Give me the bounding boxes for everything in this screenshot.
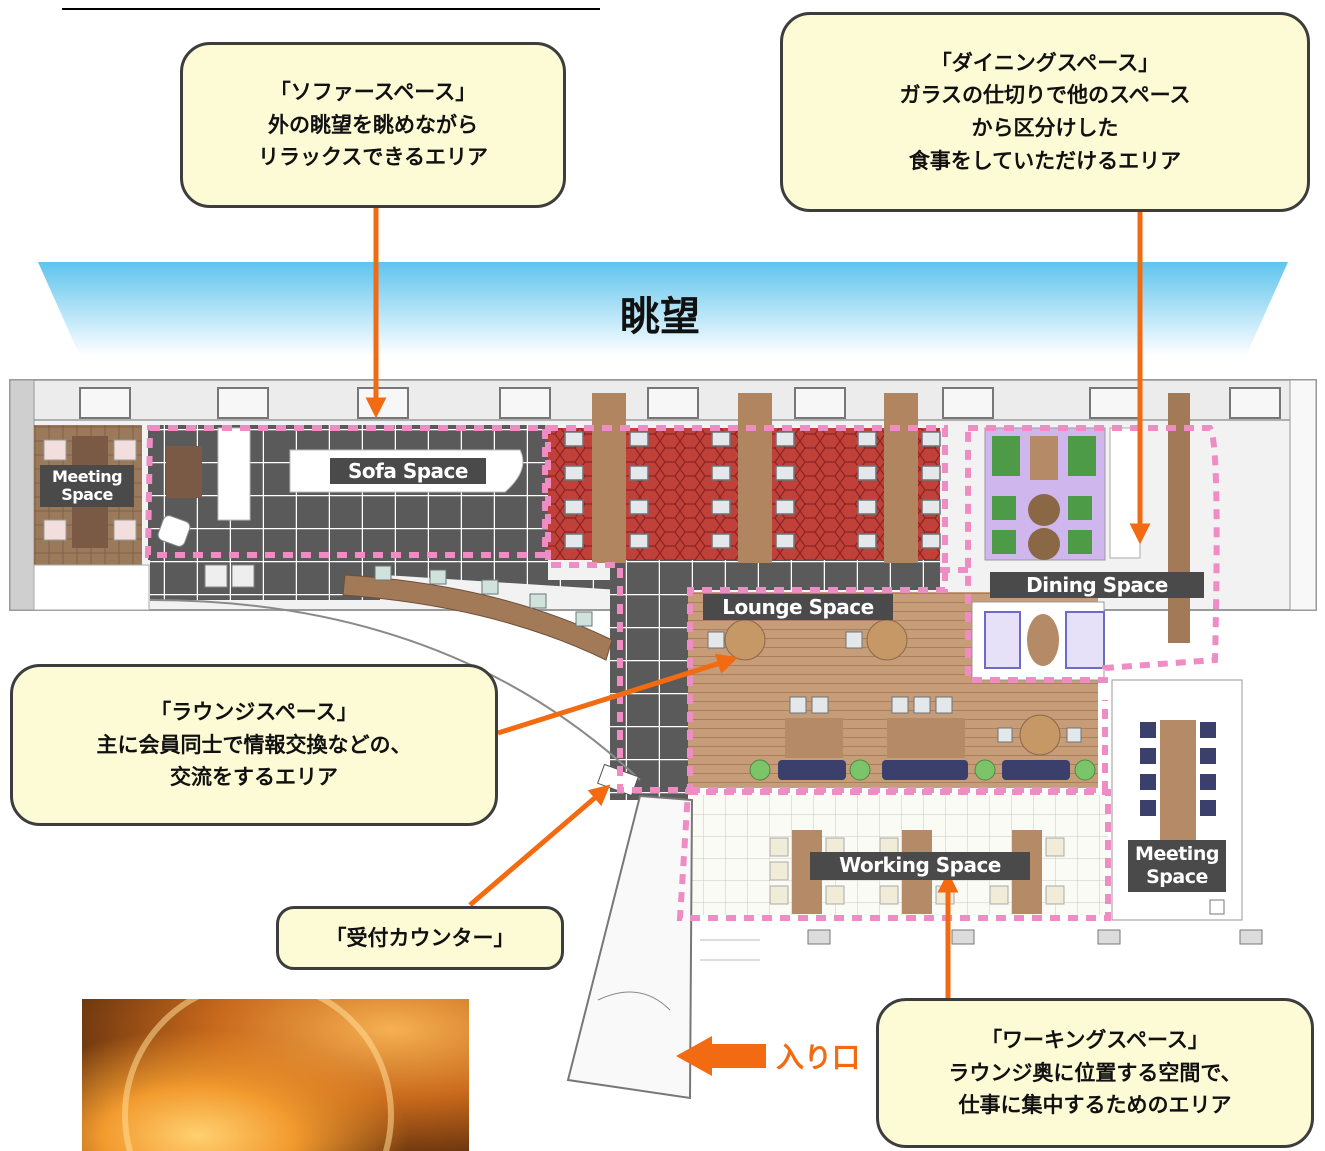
callout-line: 外の眺望を眺めながら: [268, 112, 478, 137]
top-rule: [62, 8, 600, 10]
room-label-line: Space: [61, 485, 113, 504]
callout-working-space: 「ワーキングスペース」 ラウンジ奥に位置する空間で、 仕事に集中するためのエリア: [876, 998, 1314, 1148]
bar-counter: [342, 574, 613, 661]
dining-zone: [965, 425, 1220, 683]
entrance-label: 入り口: [776, 1041, 861, 1074]
room-label-line: Meeting: [1135, 843, 1219, 865]
callout-line: 仕事に集中するためのエリア: [958, 1093, 1232, 1118]
callout-sofa-space: 「ソファースペース」 外の眺望を眺めながら リラックスできるエリア: [180, 42, 566, 208]
entrance-arrow: [676, 1036, 766, 1076]
meeting-space-left-label: Meeting Space: [40, 465, 134, 507]
callout-line: 主に会員同士で情報交換などの、: [96, 732, 412, 757]
view-band: [38, 262, 1288, 356]
callout-line: 「ラウンジスペース」: [150, 700, 358, 725]
callout-line: 「ソファースペース」: [269, 80, 477, 105]
dining-space-label: Dining Space: [990, 572, 1204, 598]
sofa-space-label: Sofa Space: [330, 458, 486, 484]
lounge-space-label: Lounge Space: [703, 594, 893, 620]
working-space-label: Working Space: [810, 852, 1030, 880]
callout-line: 交流をするエリア: [170, 765, 338, 790]
callout-line: ラウンジ奥に位置する空間で、: [948, 1060, 1242, 1085]
entrance-ramp: [566, 794, 694, 1100]
callout-line: ガラスの仕切りで他のスペース: [899, 83, 1191, 108]
zone-outlines: [144, 425, 1220, 921]
arrow-lounge: [497, 653, 739, 736]
callout-line: 「ワーキングスペース」: [981, 1028, 1209, 1053]
callout-line: リラックスできるエリア: [258, 145, 488, 170]
callout-arrows: [365, 208, 1151, 1000]
window-bays: [79, 387, 1281, 419]
callout-lounge-space: 「ラウンジスペース」 主に会員同士で情報交換などの、 交流をするエリア: [10, 664, 498, 826]
callout-dining-space: 「ダイニングスペース」 ガラスの仕切りで他のスペース から区分けした 食事をして…: [780, 12, 1310, 212]
callout-line: 食事をしていただけるエリア: [908, 148, 1182, 173]
interior-photo: [82, 999, 469, 1151]
view-label: 眺望: [620, 294, 700, 340]
callout-line: 「受付カウンター」: [325, 925, 515, 950]
room-label-line: Meeting: [51, 467, 123, 486]
callout-reception: 「受付カウンター」: [276, 906, 564, 970]
room-label-line: Space: [1146, 866, 1208, 888]
arrow-reception: [468, 784, 611, 907]
callout-line: から区分けした: [971, 116, 1119, 140]
callout-line: 「ダイニングスペース」: [930, 50, 1160, 75]
meeting-space-right-label: Meeting Space: [1128, 840, 1226, 892]
